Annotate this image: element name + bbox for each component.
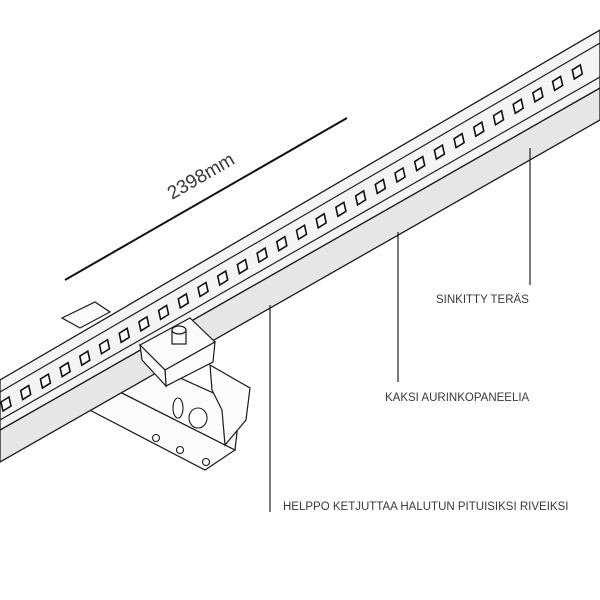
bracket-hole [151,433,161,443]
rail-slot [78,349,91,367]
rail-slot [354,189,367,207]
rail-slot [216,269,229,287]
bracket-hole [201,457,211,467]
rail-slot [492,109,505,127]
rail-slot [394,166,406,184]
rail-slot [571,63,584,81]
rail-slot [531,86,544,104]
bracket-hole-large [188,407,208,429]
rail-slot [275,235,288,252]
rail-slot [236,258,249,275]
dimension-label: 2398mm [164,149,239,204]
rail-slot [433,143,446,161]
rail-slot [374,178,387,195]
panel-clamp [139,317,216,388]
rail-slot [137,315,150,333]
rail-slot [472,120,485,138]
rail-slot [453,132,466,149]
rail-slot [19,384,32,401]
rail-slot [0,395,12,413]
rail-slot [413,155,426,172]
callout-extend: HELPPO KETJUTTAA HALUTUN PITUISIKSI RIVE… [283,501,568,513]
rail-slot [512,98,525,115]
rail-slot [98,338,111,356]
rail-slot [177,292,190,310]
rail-slot [157,304,170,321]
callout-two-panels: KAKSI AURINKOPANEELIA [385,392,530,404]
rail-slot [334,201,347,218]
dimension-line [64,117,348,281]
rail-slot [315,212,328,230]
rail-slot [197,281,209,298]
callout-galvanized: SINKITTY TERÄS [436,294,529,306]
rail-slot [551,75,564,92]
bracket-hole [175,445,185,455]
rail-slot [59,361,72,378]
rail-slot-row [0,63,584,413]
rail-slot [118,327,131,344]
rail-slot [295,223,308,241]
clamp-bolt-head [171,325,187,335]
bracket-slot [172,397,184,419]
rail-slot [256,246,269,264]
rail-slot [39,372,52,390]
